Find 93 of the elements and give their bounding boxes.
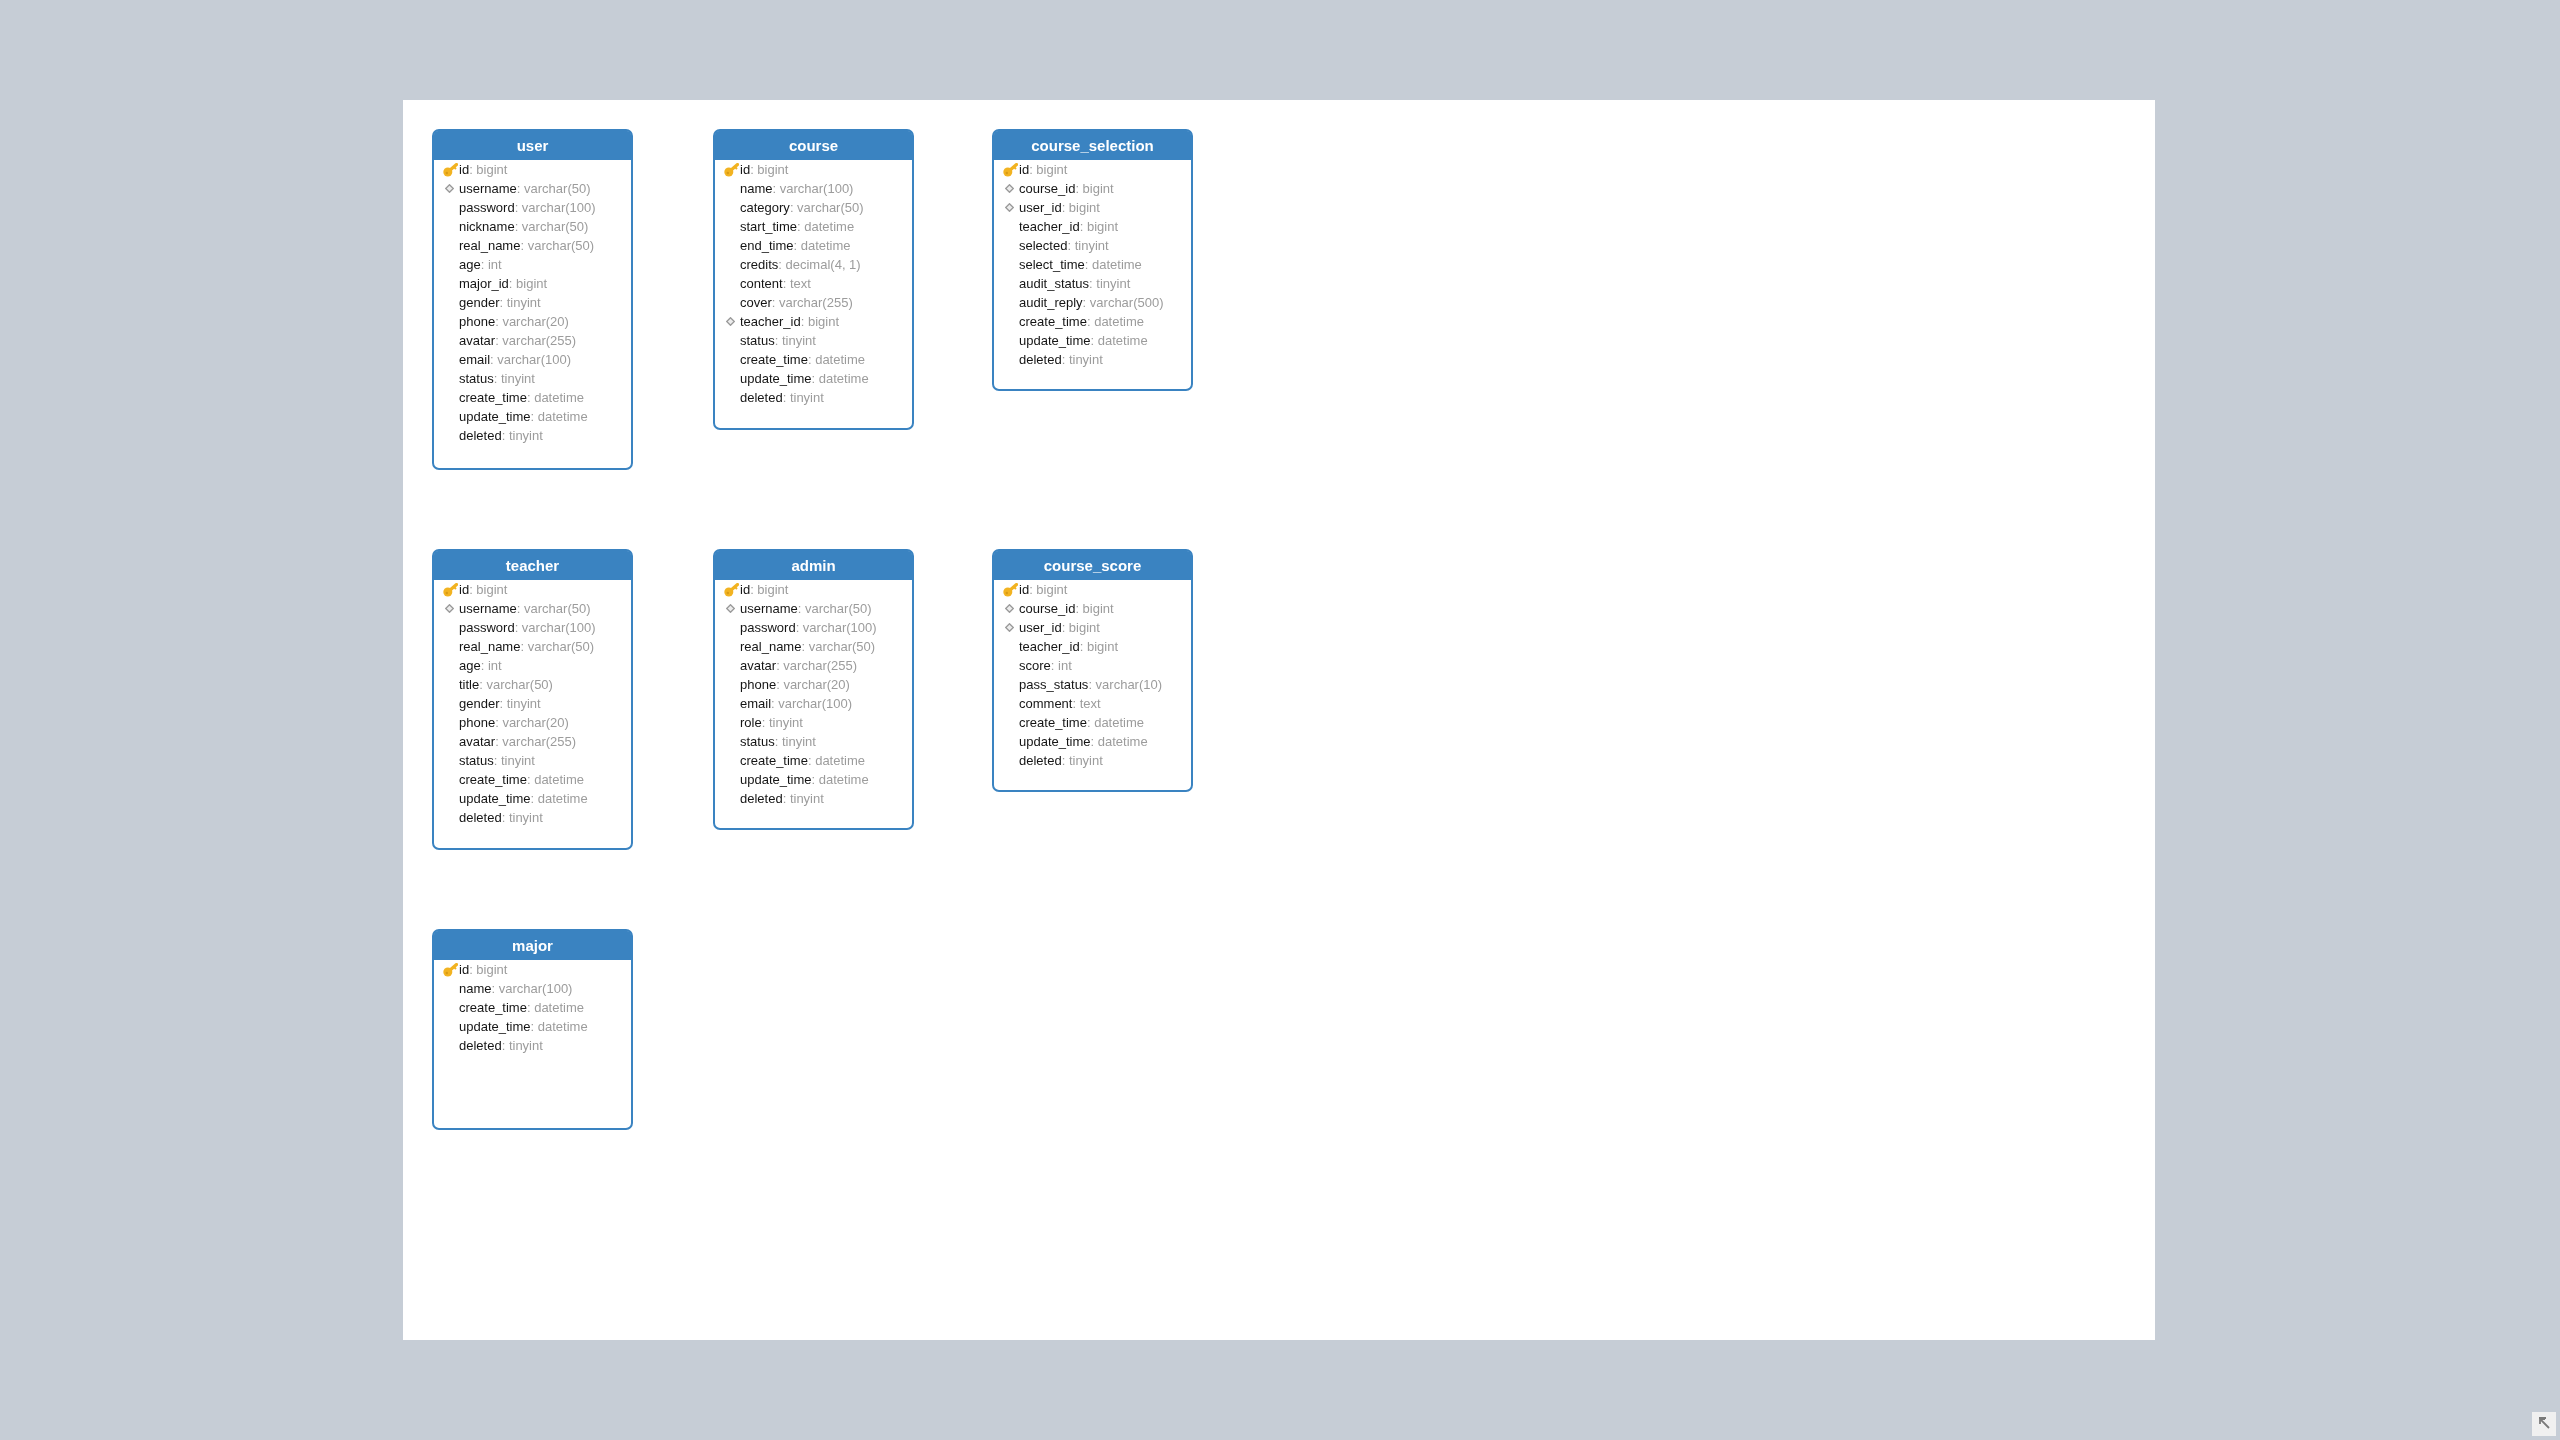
column-field: gender: tinyint <box>459 293 541 312</box>
column-field: create_time: datetime <box>459 770 584 789</box>
column-field: deleted: tinyint <box>1019 751 1103 770</box>
column-field: create_time: datetime <box>740 751 865 770</box>
column-field: update_time: datetime <box>740 770 869 789</box>
table-header: admin <box>715 551 912 580</box>
column-field: credits: decimal(4, 1) <box>740 255 861 274</box>
column-field: role: tinyint <box>740 713 803 732</box>
column-field: audit_reply: varchar(500) <box>1019 293 1164 312</box>
column-field: username: varchar(50) <box>459 599 591 618</box>
column-field: avatar: varchar(255) <box>459 331 577 350</box>
table-header: course <box>715 131 912 160</box>
column-field: create_time: datetime <box>740 350 865 369</box>
column-field: real_name: varchar(50) <box>459 236 595 255</box>
column-field: create_time: datetime <box>459 388 584 407</box>
column-field: phone: varchar(20) <box>740 675 850 694</box>
column-field: name: varchar(100) <box>740 179 854 198</box>
column-field: id: bigint <box>459 960 508 979</box>
column-field: id: bigint <box>459 580 508 599</box>
column-field: category: varchar(50) <box>740 198 864 217</box>
column-field: course_id: bigint <box>1019 599 1114 618</box>
column-field: teacher_id: bigint <box>1019 637 1119 656</box>
entity-table <box>992 129 1193 391</box>
table-header: course_selection <box>994 131 1191 160</box>
column-field: user_id: bigint <box>1019 198 1100 217</box>
column-field: comment: text <box>1019 694 1101 713</box>
column-field: deleted: tinyint <box>740 789 824 808</box>
column-field: content: text <box>740 274 811 293</box>
column-field: age: int <box>459 255 502 274</box>
column-field: id: bigint <box>1019 160 1068 179</box>
column-field: phone: varchar(20) <box>459 713 569 732</box>
table-header: major <box>434 931 631 960</box>
column-field: status: tinyint <box>459 751 535 770</box>
column-field: gender: tinyint <box>459 694 541 713</box>
column-field: deleted: tinyint <box>740 388 824 407</box>
column-field: create_time: datetime <box>1019 713 1144 732</box>
column-field: score: int <box>1019 656 1072 675</box>
table-header: teacher <box>434 551 631 580</box>
column-field: update_time: datetime <box>1019 732 1148 751</box>
entity-table <box>992 549 1193 792</box>
column-field: deleted: tinyint <box>459 426 543 445</box>
column-field: deleted: tinyint <box>459 1036 543 1055</box>
column-field: user_id: bigint <box>1019 618 1100 637</box>
column-field: update_time: datetime <box>740 369 869 388</box>
column-field: end_time: datetime <box>740 236 851 255</box>
column-field: id: bigint <box>740 160 789 179</box>
entity-table <box>432 549 633 850</box>
column-field: teacher_id: bigint <box>1019 217 1119 236</box>
table-header: course_score <box>994 551 1191 580</box>
column-field: audit_status: tinyint <box>1019 274 1131 293</box>
column-field: pass_status: varchar(10) <box>1019 675 1163 694</box>
column-field: password: varchar(100) <box>740 618 877 637</box>
column-field: start_time: datetime <box>740 217 855 236</box>
column-field: create_time: datetime <box>1019 312 1144 331</box>
column-field: real_name: varchar(50) <box>740 637 876 656</box>
column-field: update_time: datetime <box>459 789 588 808</box>
column-field: teacher_id: bigint <box>740 312 840 331</box>
column-field: cover: varchar(255) <box>740 293 853 312</box>
column-field: status: tinyint <box>740 331 816 350</box>
column-field: selected: tinyint <box>1019 236 1109 255</box>
column-field: title: varchar(50) <box>459 675 553 694</box>
entity-table <box>432 129 633 470</box>
column-field: password: varchar(100) <box>459 618 596 637</box>
column-field: select_time: datetime <box>1019 255 1142 274</box>
column-field: update_time: datetime <box>459 407 588 426</box>
column-field: real_name: varchar(50) <box>459 637 595 656</box>
column-field: id: bigint <box>459 160 508 179</box>
column-field: create_time: datetime <box>459 998 584 1017</box>
column-field: password: varchar(100) <box>459 198 596 217</box>
column-field: nickname: varchar(50) <box>459 217 589 236</box>
column-field: username: varchar(50) <box>459 179 591 198</box>
column-field: name: varchar(100) <box>459 979 573 998</box>
column-field: course_id: bigint <box>1019 179 1114 198</box>
column-field: id: bigint <box>740 580 789 599</box>
column-field: avatar: varchar(255) <box>459 732 577 751</box>
column-field: update_time: datetime <box>459 1017 588 1036</box>
column-field: email: varchar(100) <box>740 694 852 713</box>
column-field: avatar: varchar(255) <box>740 656 858 675</box>
column-field: phone: varchar(20) <box>459 312 569 331</box>
column-field: major_id: bigint <box>459 274 548 293</box>
column-field: deleted: tinyint <box>459 808 543 827</box>
entity-table <box>432 929 633 1130</box>
column-field: status: tinyint <box>740 732 816 751</box>
column-field: status: tinyint <box>459 369 535 388</box>
entity-table <box>713 549 914 830</box>
column-field: deleted: tinyint <box>1019 350 1103 369</box>
column-field: update_time: datetime <box>1019 331 1148 350</box>
column-field: age: int <box>459 656 502 675</box>
table-header: user <box>434 131 631 160</box>
entity-table <box>713 129 914 430</box>
column-field: username: varchar(50) <box>740 599 872 618</box>
column-field: id: bigint <box>1019 580 1068 599</box>
column-field: email: varchar(100) <box>459 350 571 369</box>
